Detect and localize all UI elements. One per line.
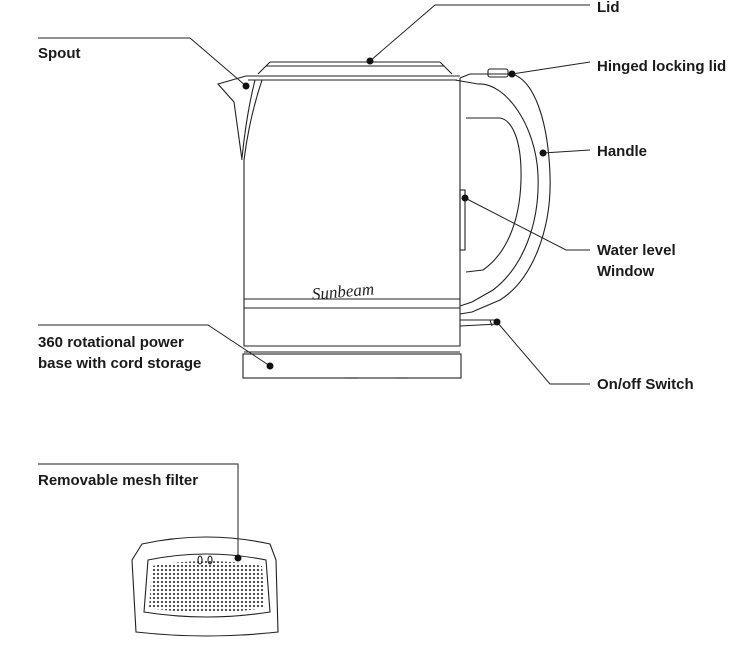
label-on-off-switch: On/off Switch bbox=[597, 376, 694, 393]
handle-part bbox=[454, 68, 551, 315]
label-spout: Spout bbox=[38, 45, 81, 62]
mesh-filter-illustration bbox=[131, 536, 279, 637]
kettle-body bbox=[243, 75, 461, 310]
label-water-level-line2: Window bbox=[597, 263, 655, 280]
label-removable-mesh-filter: Removable mesh filter bbox=[38, 472, 198, 489]
brand-logo: Sunbeam bbox=[311, 279, 375, 303]
label-hinged-locking-lid: Hinged locking lid bbox=[597, 58, 726, 75]
water-level-window bbox=[459, 189, 466, 251]
on-off-switch-part bbox=[459, 319, 499, 327]
label-lid: Lid bbox=[597, 0, 620, 16]
label-water-level-line1: Water level bbox=[597, 242, 676, 259]
kettle-illustration: Sunbeam bbox=[217, 61, 551, 379]
lid-part bbox=[257, 61, 453, 75]
label-base-line2: base with cord storage bbox=[38, 355, 201, 372]
label-base-line1: 360 rotational power bbox=[38, 334, 184, 351]
leader-lines bbox=[38, 4, 591, 562]
spout-part bbox=[217, 75, 263, 161]
labels: Lid Hinged locking lid Handle Water leve… bbox=[38, 0, 726, 489]
base-part bbox=[242, 310, 462, 379]
label-handle: Handle bbox=[597, 143, 647, 160]
